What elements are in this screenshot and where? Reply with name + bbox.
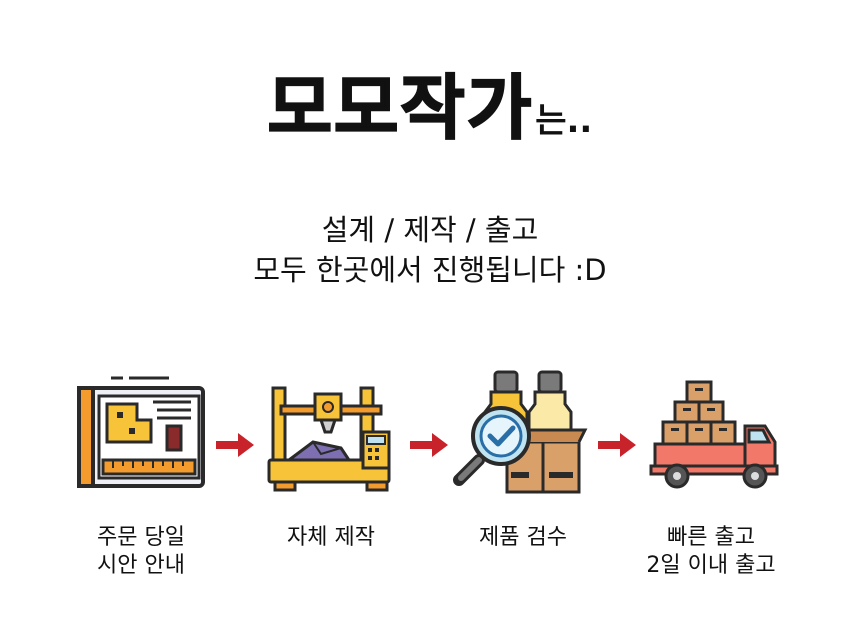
delivery-truck-icon (649, 380, 779, 489)
step-order-design: 주문 당일 시안 안내 (56, 368, 226, 580)
brand-suffix: 는.. (535, 101, 593, 141)
intro-line-2: 모두 한곳에서 진행됩니다 :D (253, 253, 607, 287)
brand-name: 모모작가 (267, 66, 534, 150)
arrow-right-icon (410, 433, 448, 457)
intro-text: 설계 / 제작 / 출고 모두 한곳에서 진행됩니다 :D (0, 210, 860, 290)
step-manufacturing: 자체 제작 (246, 368, 416, 552)
step-inspection: 제품 검수 (438, 368, 608, 552)
step-shipping: 빠른 출고 2일 이내 출고 (626, 368, 796, 580)
arrow-right-icon (598, 433, 636, 457)
step-label: 자체 제작 (287, 525, 375, 550)
3d-printer-icon (267, 386, 391, 492)
step-label: 제품 검수 (479, 525, 567, 550)
page-title: 모모작가는.. (0, 52, 860, 153)
intro-line-1: 설계 / 제작 / 출고 (321, 213, 539, 247)
blueprint-icon (77, 376, 205, 488)
step-label: 빠른 출고 2일 이내 출고 (646, 525, 776, 578)
arrow-right-icon (216, 433, 254, 457)
step-label: 주문 당일 시안 안내 (97, 525, 185, 578)
quality-check-icon (453, 370, 588, 494)
